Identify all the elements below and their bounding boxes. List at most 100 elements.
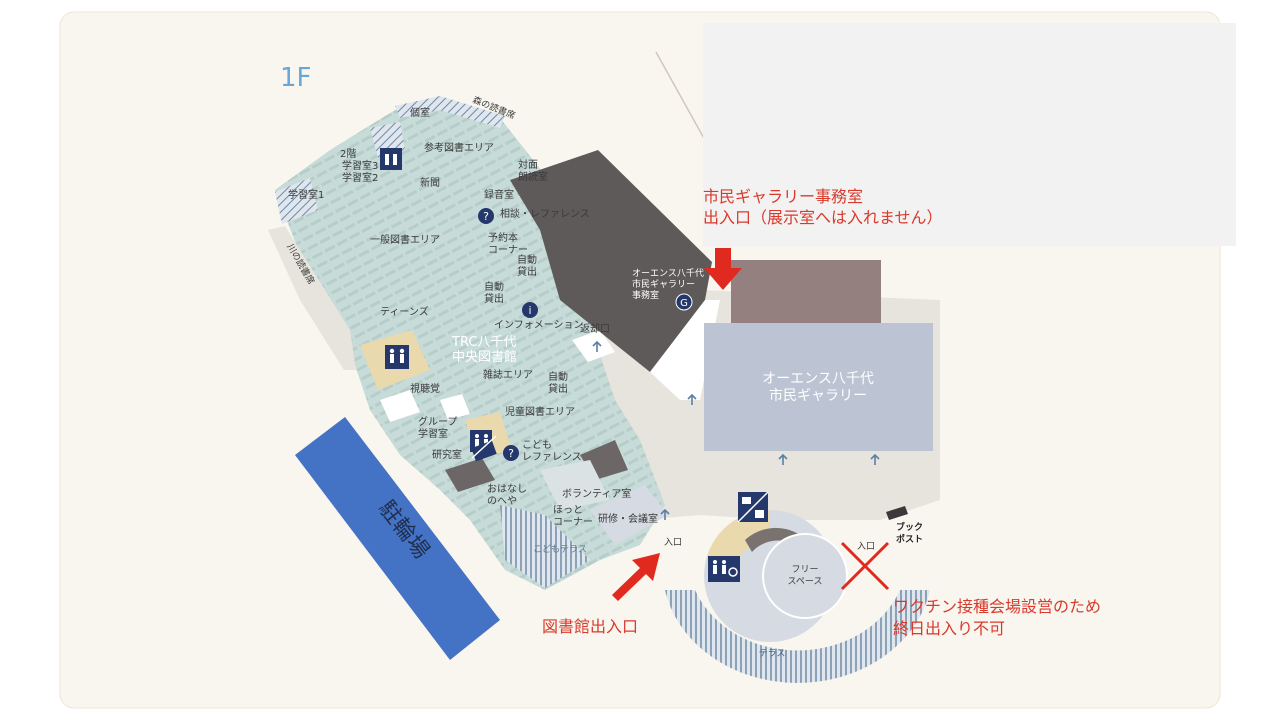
label-newspapers: 新聞 — [420, 176, 440, 189]
closed-entrance-note-1: ワクチン接種会場設営のため — [893, 597, 1102, 616]
label-private-room: 個室 — [410, 106, 430, 119]
book-post-label-2: ポスト — [896, 533, 923, 545]
label-2f: 2階 — [340, 148, 356, 160]
gallery-label-1: オーエンス八千代 — [762, 371, 874, 387]
gallery-label-2: 市民ギャラリー — [769, 387, 867, 404]
river-reading-seats — [275, 178, 318, 224]
label-group-study-1: グループ — [418, 415, 457, 428]
label-kids-ref-1: こども — [522, 439, 552, 451]
gallery-upper-room — [731, 260, 881, 323]
baby-room-icon — [471, 435, 497, 462]
label-self-checkout-1: 自動 — [517, 253, 537, 266]
gallery-office-entrance-arrow — [704, 248, 742, 290]
dark-block-1 — [445, 458, 495, 492]
svg-text:?: ? — [508, 447, 514, 460]
svg-text:i: i — [528, 304, 531, 317]
svg-text:?: ? — [483, 210, 489, 223]
library-name-1: TRC八千代 — [451, 335, 516, 350]
gallery-office-entrance-note-2: 出入口（展示室へは入れません） — [703, 208, 943, 227]
label-consultation: 相談・レファレンス — [500, 207, 590, 220]
arrow-up-icon — [592, 340, 602, 352]
label-information: インフォメーション — [494, 320, 584, 331]
free-space-inner — [762, 533, 848, 619]
arrow-up-icon — [660, 508, 670, 520]
library-entrance-label: 入口 — [664, 537, 682, 548]
gallery-marker-icon: G — [675, 293, 693, 311]
label-study-room-1: 学習室1 — [288, 188, 324, 201]
terrace — [665, 590, 930, 683]
label-study-room-3: 学習室3 — [342, 159, 378, 172]
label-research-room: 研究室 — [432, 448, 462, 461]
closed-entrance-x-icon — [840, 541, 890, 591]
label-story-room-2: のへや — [487, 495, 517, 507]
label-volunteer-room: ボランティア室 — [562, 487, 631, 500]
gallery-office-label-3: 事務室 — [632, 289, 659, 301]
terrace-label: テラス — [759, 648, 786, 659]
elevator-icon — [380, 148, 402, 170]
label-teens: ティーンズ — [380, 305, 429, 318]
label-group-study-2: 学習室 — [418, 427, 448, 440]
free-space-label-1: フリー — [791, 565, 818, 575]
label-return: 返却口 — [580, 323, 610, 335]
gallery-office — [510, 150, 712, 372]
gallery-office-notch — [650, 300, 720, 400]
circle-dark-wall — [745, 527, 800, 552]
label-magazine-area: 雑誌エリア — [483, 368, 533, 381]
label-recording-room: 録音室 — [484, 188, 514, 201]
floor-label: 1F — [280, 63, 312, 93]
kids-terrace — [500, 505, 590, 588]
meeting-room-block — [590, 485, 668, 545]
label-kids-terrace: こどもテラス — [533, 544, 587, 555]
label-story-room-1: おはなし — [487, 483, 527, 495]
label-face-reading-1: 対面 — [518, 158, 538, 171]
free-space-label-2: スペース — [788, 577, 823, 587]
question-icon: ? — [478, 208, 494, 224]
library-labels: 個室 森の読書席 参考図書エリア 2階 学習室3 学習室2 学習室1 新聞 対面… — [284, 94, 658, 555]
volunteer-block — [540, 460, 610, 510]
overlay-box — [703, 23, 1236, 246]
book-post — [886, 506, 908, 520]
closed-entrance-note-2: 終日出入り不可 — [893, 619, 1006, 638]
label-reservation-1: 予約本 — [488, 231, 518, 244]
accessible-restroom-icon — [708, 556, 740, 582]
direction-arrows — [592, 340, 880, 520]
label-face-reading-2: 朗読室 — [518, 170, 548, 183]
label-hotto-1: ほっと — [553, 504, 583, 516]
label-self-checkout-b2: 貸出 — [484, 292, 504, 305]
arrow-up-icon — [870, 453, 880, 465]
label-hotto-2: コーナー — [553, 516, 593, 528]
gallery — [704, 323, 933, 451]
svg-text:G: G — [680, 298, 688, 309]
info-icon: i — [522, 302, 538, 318]
label-self-checkout-b1: 自動 — [484, 280, 504, 293]
label-self-checkout-2: 貸出 — [517, 265, 537, 278]
arrow-up-icon — [687, 393, 697, 405]
label-children-books: 児童図書エリア — [505, 405, 575, 418]
gallery-office-entrance-note-1: 市民ギャラリー事務室 — [703, 187, 864, 206]
label-reservation-2: コーナー — [488, 244, 528, 256]
label-self-checkout-c1: 自動 — [548, 370, 568, 383]
label-training-room: 研修・会議室 — [598, 512, 658, 525]
library-entrance-arrow — [612, 553, 660, 601]
gallery-office-label-2: 市民ギャラリー — [632, 278, 695, 290]
book-post-label-1: ブック — [896, 521, 923, 533]
gallery-office-label-1: オーエンス八千代 — [632, 268, 704, 279]
bike-parking — [295, 417, 500, 660]
circle-restroom-block — [706, 510, 770, 560]
right-entrance-label: 入口 — [857, 541, 875, 552]
label-reference-area: 参考図書エリア — [424, 141, 494, 154]
label-study-room-2: 学習室2 — [342, 171, 378, 184]
label-av-room: 視聴覚 — [410, 382, 440, 395]
library-entrance-note: 図書館出入口 — [542, 617, 639, 636]
white-block-1 — [380, 390, 420, 422]
restroom-icon — [385, 345, 409, 369]
label-self-checkout-c2: 貸出 — [548, 382, 568, 395]
label-general-books: 一般図書エリア — [370, 233, 440, 246]
baby-changing-icon — [737, 491, 769, 523]
library-name-2: 中央図書館 — [452, 350, 517, 365]
forest-reading-seats — [395, 96, 505, 128]
white-block-2 — [440, 394, 470, 420]
river-reading-seats-band — [268, 226, 356, 370]
arrow-up-icon — [778, 453, 788, 465]
